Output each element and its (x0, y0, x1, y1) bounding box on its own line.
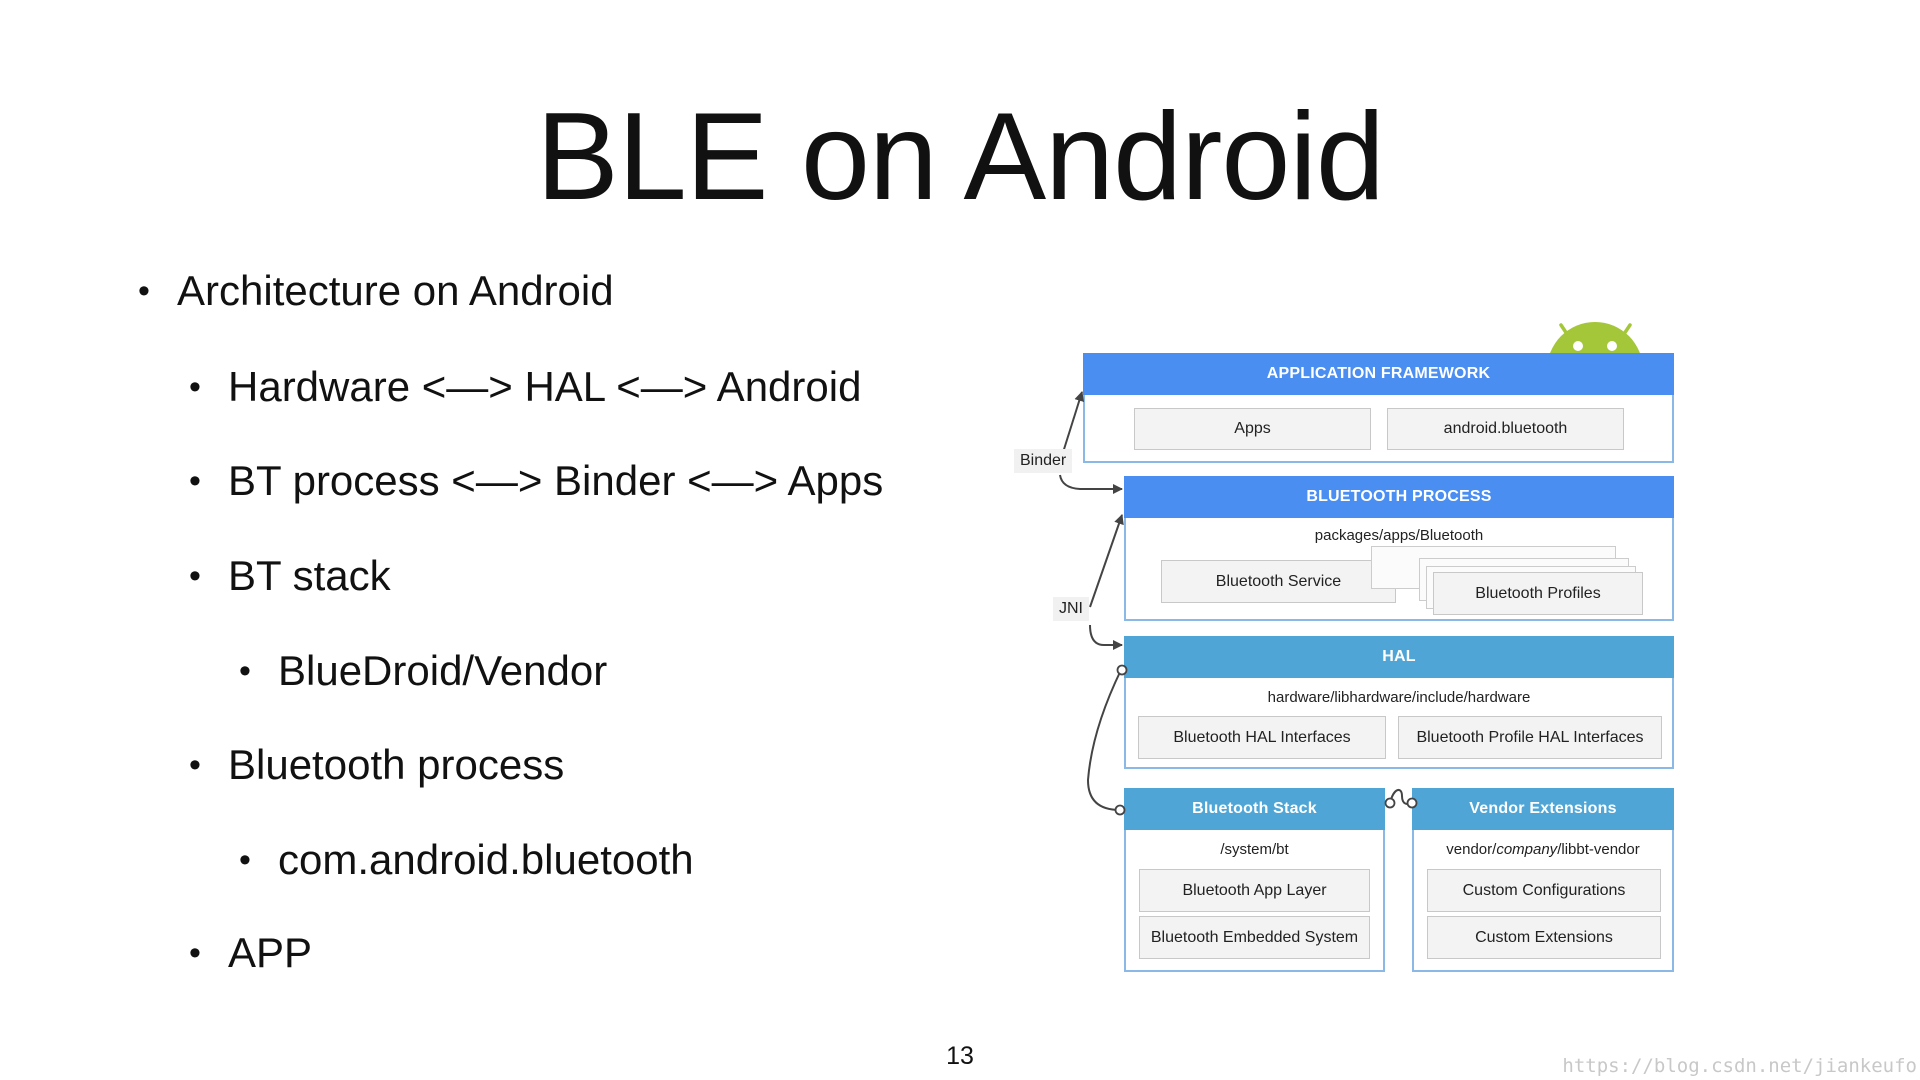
custom-extensions-box: Custom Extensions (1427, 916, 1661, 959)
bluetooth-stack-path: /system/bt (1220, 841, 1289, 858)
bullet-item: • com.android.bluetooth (239, 836, 694, 883)
android-bluetooth-box: android.bluetooth (1387, 408, 1624, 450)
stack-link-endpoint (1114, 804, 1126, 816)
bluetooth-process-path: packages/apps/Bluetooth (1314, 527, 1484, 544)
watermark: https://blog.csdn.net/jiankeufo (1562, 1055, 1917, 1077)
bluetooth-app-layer-box: Bluetooth App Layer (1139, 869, 1370, 912)
bullet-dot: • (239, 652, 251, 690)
hal-path: hardware/libhardware/include/hardware (1267, 689, 1531, 706)
jni-arrow-up (1089, 514, 1124, 608)
bullet-item: • Bluetooth process (189, 741, 565, 788)
android-robot-icon (1550, 322, 1640, 353)
layer-hal: HAL hardware/libhardware/include/hardwar… (1124, 636, 1674, 769)
vendor-extensions-header: Vendor Extensions (1412, 788, 1674, 830)
bullet-item: • BT process <—> Binder <—> Apps (189, 457, 884, 504)
bullet-dot: • (189, 557, 201, 595)
vendor-extensions-path: vendor/company/libbt-vendor (1446, 841, 1640, 858)
hal-stack-link (1086, 669, 1122, 811)
bullet-text: Hardware <—> HAL <—> Android (228, 363, 862, 410)
vendor-stack-endpoint (1406, 797, 1418, 809)
application-framework-header: APPLICATION FRAMEWORK (1083, 353, 1674, 395)
bluetooth-profiles-box: Bluetooth Profiles (1433, 572, 1643, 615)
bullet-text: BlueDroid/Vendor (278, 647, 608, 694)
bullet-text: BT process <—> Binder <—> Apps (228, 457, 884, 504)
layer-application-framework: APPLICATION FRAMEWORK Apps android.bluet… (1083, 353, 1674, 463)
hal-header: HAL (1124, 636, 1674, 678)
bullet-list: • Architecture on Android • Hardware <—> H… (0, 0, 960, 1000)
bullet-text: Bluetooth process (228, 741, 565, 788)
bluetooth-profile-hal-interfaces-box: Bluetooth Profile HAL Interfaces (1398, 716, 1662, 759)
architecture-diagram: APPLICATION FRAMEWORK Apps android.bluet… (1000, 300, 1700, 980)
bluetooth-process-header: BLUETOOTH PROCESS (1124, 476, 1674, 518)
bullet-text: Architecture on Android (177, 267, 614, 314)
bluetooth-service-box: Bluetooth Service (1161, 560, 1396, 603)
layer-bluetooth-process: BLUETOOTH PROCESS packages/apps/Bluetoot… (1124, 476, 1674, 621)
bullet-item: • Architecture on Android (138, 267, 614, 314)
bullet-item: • APP (189, 929, 313, 976)
bullet-dot: • (189, 368, 201, 406)
bullet-dot: • (189, 462, 201, 500)
bluetooth-hal-interfaces-box: Bluetooth HAL Interfaces (1138, 716, 1386, 759)
jni-label: JNI (1053, 597, 1089, 621)
bullet-dot: • (239, 841, 251, 879)
bullet-dot: • (189, 934, 201, 972)
bullet-dot: • (138, 272, 150, 310)
bluetooth-embedded-system-box: Bluetooth Embedded System (1139, 916, 1370, 959)
stack-vendor-endpoint (1384, 797, 1396, 809)
bullet-dot: • (189, 746, 201, 784)
bluetooth-stack-header: Bluetooth Stack (1124, 788, 1385, 830)
jni-arrow-down (1089, 624, 1123, 650)
layer-vendor-extensions: Vendor Extensions vendor/company/libbt-v… (1412, 788, 1674, 972)
diagram-connectors (1059, 391, 1418, 816)
bullet-item: • Hardware <—> HAL <—> Android (189, 363, 862, 410)
binder-label: Binder (1014, 449, 1073, 473)
apps-box: Apps (1134, 408, 1371, 450)
bullet-item: • BlueDroid/Vendor (239, 647, 608, 694)
page-number: 13 (946, 1042, 974, 1070)
custom-configurations-box: Custom Configurations (1427, 869, 1661, 912)
bullet-text: BT stack (228, 552, 391, 599)
binder-arrow-down (1059, 474, 1123, 494)
layer-bluetooth-stack: Bluetooth Stack /system/bt Bluetooth App… (1124, 788, 1385, 972)
bullet-text: APP (228, 929, 313, 976)
bullet-item: • BT stack (189, 552, 391, 599)
hal-link-endpoint (1116, 664, 1128, 676)
slide-title: BLE on Android (536, 88, 1385, 226)
bullet-text: com.android.bluetooth (278, 836, 694, 883)
